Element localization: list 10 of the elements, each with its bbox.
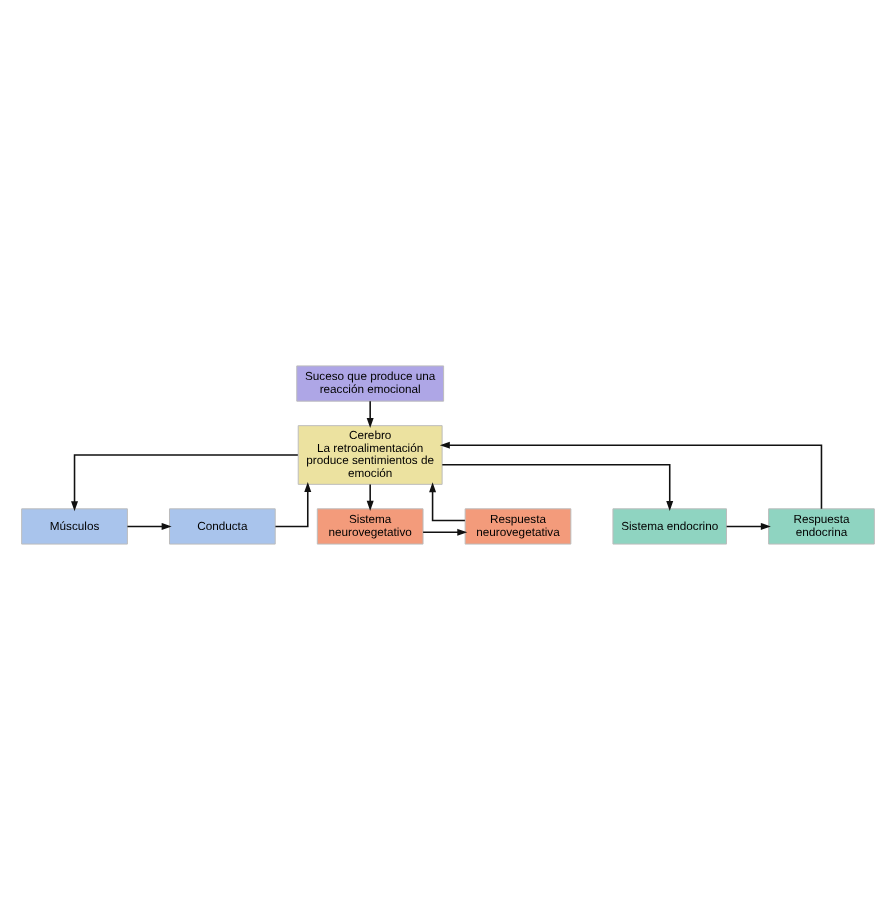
arrow (126, 522, 172, 530)
arrow (274, 482, 312, 528)
arrow (366, 483, 374, 511)
arrow (439, 441, 823, 510)
arrow (429, 482, 466, 522)
arrow (441, 464, 674, 511)
arrow (366, 400, 374, 428)
arrow (725, 522, 771, 530)
arrow (71, 454, 299, 512)
arrow (422, 528, 468, 536)
